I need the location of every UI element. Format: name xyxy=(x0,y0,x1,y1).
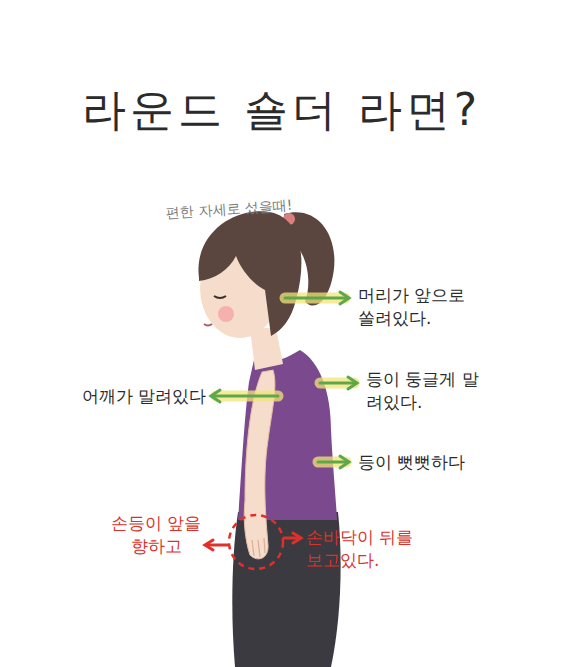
posture-label: 등이 뻣뻣하다 xyxy=(358,451,465,474)
arrowhead xyxy=(211,390,220,402)
posture-label: 머리가 앞으로 쏠려있다. xyxy=(358,284,486,330)
arrowhead xyxy=(340,292,349,304)
arrowhead xyxy=(340,456,349,468)
leader-arrows xyxy=(211,292,357,468)
leader-line xyxy=(212,395,278,398)
highlight xyxy=(216,298,354,462)
leader-line xyxy=(320,382,356,385)
cheek xyxy=(218,306,234,322)
posture-label: 등이 둥글게 말려있다. xyxy=(366,368,484,414)
leader-line xyxy=(318,461,348,464)
hand-circle xyxy=(229,515,283,569)
posture-label: 어깨가 말려있다 xyxy=(60,385,206,408)
fingers xyxy=(252,538,265,557)
hand-label: 손바닥이 뒤를 보고있다. xyxy=(306,526,432,572)
title: 라운드 숄더 라면? xyxy=(0,80,563,139)
arrowhead xyxy=(348,377,357,389)
arrowhead xyxy=(293,533,301,543)
hand-arrows xyxy=(205,533,301,550)
leader-line xyxy=(285,297,348,300)
mouth xyxy=(204,324,212,326)
arrowhead xyxy=(205,540,213,550)
hand-label: 손등이 앞을향하고 xyxy=(108,512,204,558)
eye xyxy=(214,296,226,298)
hair xyxy=(198,211,301,336)
